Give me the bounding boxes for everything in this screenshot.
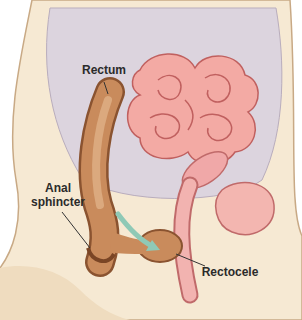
leader-line: [104, 82, 108, 94]
part-label: Rectocele: [190, 266, 270, 280]
bladder: [216, 183, 274, 235]
rectum-wall: [94, 92, 110, 262]
rectum: [94, 92, 110, 262]
part-label: Anal sphincter: [22, 182, 94, 210]
leader-line: [62, 212, 90, 248]
flow-arrow: [118, 214, 152, 246]
vagina: [182, 185, 190, 295]
leader-line: [176, 254, 205, 266]
rectum-lumen: [96, 100, 108, 205]
intestines: [128, 54, 259, 164]
buttock-shade: [0, 266, 130, 320]
flow-arrowhead: [146, 240, 160, 251]
part-label: Rectum: [76, 64, 132, 78]
vagina-wall: [182, 185, 190, 295]
anal-sphincter: [88, 248, 114, 261]
